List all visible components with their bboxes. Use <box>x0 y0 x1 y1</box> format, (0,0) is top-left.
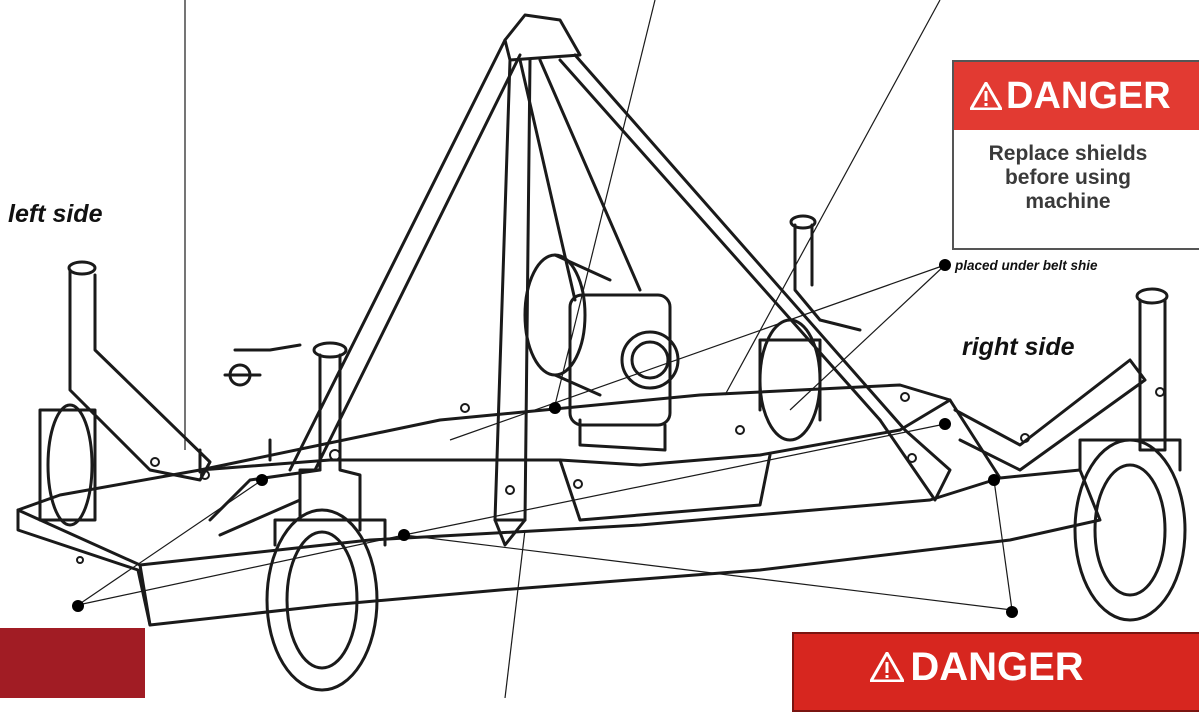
gearbox <box>568 293 672 427</box>
red-decal-swatch <box>0 628 145 698</box>
callout-dots <box>72 259 1018 618</box>
left-caster <box>68 268 212 482</box>
right-wheel <box>1073 438 1187 622</box>
decal-placement-note: placed under belt shie <box>955 258 1098 273</box>
danger-decal-bottom-header: DANGER <box>910 645 1084 689</box>
danger-decal-bottom: DANGER <box>792 632 1199 712</box>
front-left-wheel <box>265 508 379 692</box>
right-side-label: right side <box>962 333 1075 361</box>
drive-pulley <box>523 253 587 377</box>
right-caster <box>1138 298 1167 452</box>
leader-lines <box>77 0 1013 698</box>
danger-decal-header: DANGER <box>1006 75 1171 117</box>
warning-triangle-icon <box>970 82 1002 110</box>
warning-triangle-icon <box>868 649 906 683</box>
left-side-label: left side <box>8 200 103 228</box>
danger-decal-replace-shields: DANGER Replace shields before using mach… <box>952 60 1199 250</box>
a-frame-hitch <box>503 13 582 62</box>
danger-decal-message: Replace shields before using machine <box>988 142 1148 213</box>
